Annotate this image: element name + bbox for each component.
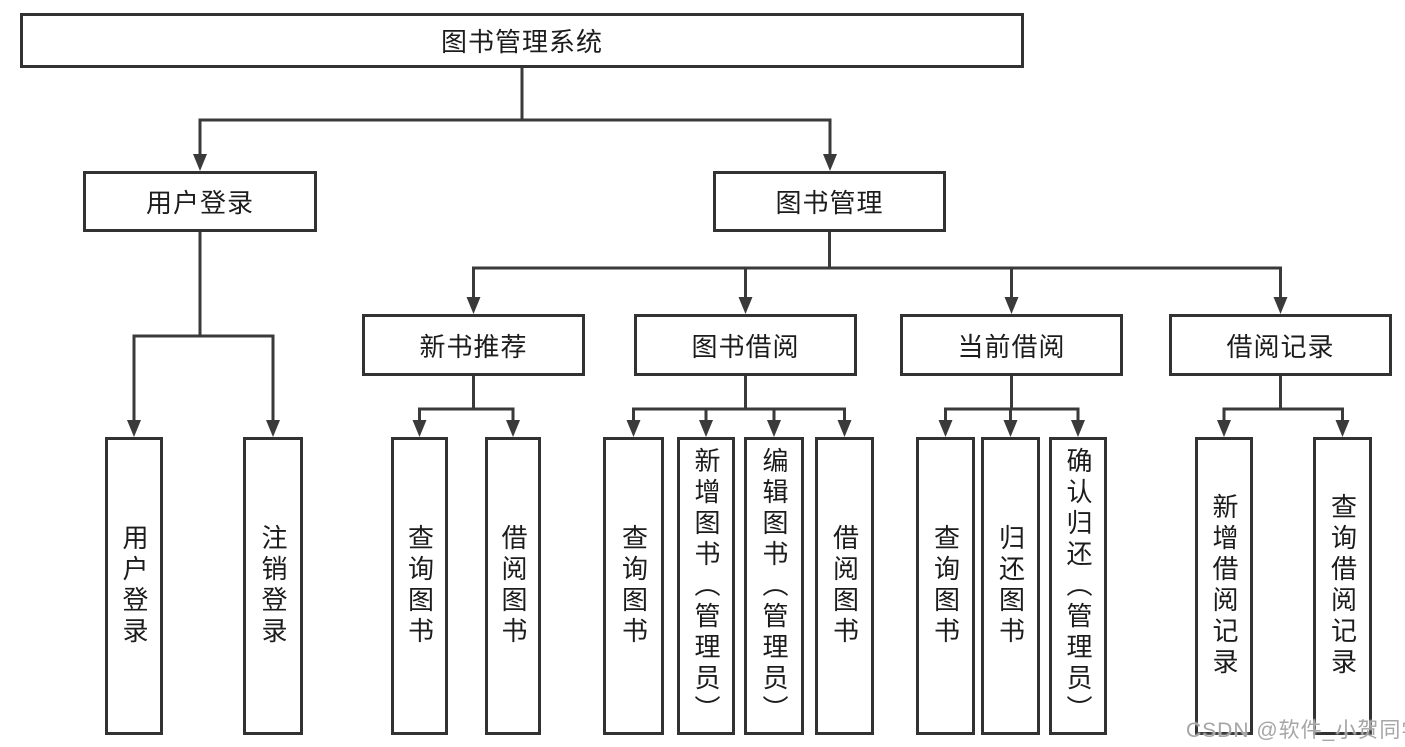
leaf-borrow-query-books: 查询图书 bbox=[603, 437, 664, 735]
node-library-management-system: 图书管理系统 bbox=[20, 13, 1024, 68]
leaf-recommend-query-books: 查询图书 bbox=[391, 437, 448, 735]
node-current-borrow: 当前借阅 bbox=[900, 314, 1123, 376]
node-book-borrow: 图书借阅 bbox=[634, 314, 857, 376]
leaf-add-books-admin: 新增图书（管理员） bbox=[677, 437, 735, 735]
leaf-user-login: 用户登录 bbox=[105, 437, 163, 735]
leaf-borrow-books: 借阅图书 bbox=[815, 437, 874, 735]
leaf-return-books: 归还图书 bbox=[981, 437, 1040, 735]
leaf-recommend-borrow-books: 借阅图书 bbox=[485, 437, 541, 735]
leaf-edit-books-admin: 编辑图书（管理员） bbox=[744, 437, 804, 735]
leaf-logout: 注销登录 bbox=[243, 437, 303, 735]
leaf-add-borrow-record: 新增借阅记录 bbox=[1195, 437, 1253, 735]
csdn-watermark: CSDN @软件_小贺同学 bbox=[1186, 719, 1405, 742]
node-user-login: 用户登录 bbox=[83, 171, 317, 232]
leaf-confirm-return-admin: 确认归还（管理员） bbox=[1049, 437, 1107, 735]
leaf-current-query-books: 查询图书 bbox=[916, 437, 975, 735]
node-borrow-records: 借阅记录 bbox=[1169, 314, 1392, 376]
node-book-management: 图书管理 bbox=[713, 171, 946, 232]
leaf-query-borrow-record: 查询借阅记录 bbox=[1313, 437, 1372, 735]
node-new-book-recommend: 新书推荐 bbox=[362, 314, 585, 376]
